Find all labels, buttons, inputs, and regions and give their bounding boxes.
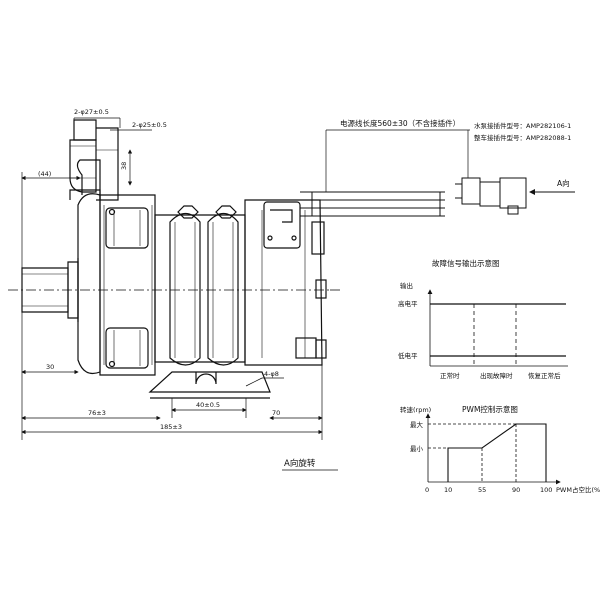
connector-vehicle-label: 整车接插件型号：AMP282088-1 (474, 133, 571, 142)
dim-30: 30 (46, 363, 54, 371)
pwm-tick-55: 55 (478, 486, 486, 494)
dim-76: 76±3 (88, 409, 106, 417)
fault-x-normal: 正常时 (440, 371, 460, 380)
pwm-x-axis: PWM占空比(%) (556, 485, 600, 494)
fault-y-axis: 输出 (400, 281, 413, 290)
fault-high-label: 高电平 (398, 299, 418, 308)
pwm-control-diagram: PWM控制示意图 转速(rpm) 最大 最小 0 10 55 90 100 PW… (400, 404, 600, 494)
pwm-tick-100: 100 (540, 486, 552, 494)
pwm-tick-0: 0 (425, 486, 429, 494)
pwm-tick-10: 10 (444, 486, 452, 494)
dim-outlet-diameter: 2-φ27±0.5 (74, 108, 109, 116)
dim-44: (44) (38, 170, 51, 178)
view-a-rotation-label: A向旋转 (284, 458, 316, 469)
pwm-title: PWM控制示意图 (462, 404, 518, 414)
cable-length-label: 电源线长度560±30（不含接插件） (340, 118, 460, 128)
pwm-y-axis: 转速(rpm) (400, 405, 431, 414)
pwm-min-label: 最小 (410, 444, 424, 453)
dimension-lines (21, 117, 575, 471)
pwm-max-label: 最大 (410, 420, 424, 429)
connector-pump-label: 水泵接插件型号：AMP282106-1 (474, 121, 571, 130)
dim-outlet-diameter-2: 2-φ25±0.5 (132, 121, 167, 129)
fault-x-fault: 出现故障时 (480, 371, 513, 380)
dimension-labels: 2-φ27±0.5 2-φ25±0.5 38 (44) 30 40±0.5 4-… (38, 108, 571, 469)
pwm-tick-90: 90 (512, 486, 520, 494)
dim-4phi8: 4-φ8 (264, 370, 279, 378)
view-a-label: A向 (557, 178, 570, 188)
dim-38: 38 (120, 162, 128, 170)
pump-body (8, 119, 340, 399)
dim-185: 185±3 (160, 423, 182, 431)
power-cable (300, 177, 527, 217)
dim-70: 70 (272, 409, 280, 417)
fault-signal-title: 故障信号输出示意图 (432, 258, 500, 268)
fault-signal-diagram: 故障信号输出示意图 输出 高电平 低电平 正常时 出现故障时 恢复正常后 (398, 258, 568, 380)
dim-40: 40±0.5 (196, 401, 220, 409)
fault-x-recover: 恢复正常后 (528, 371, 561, 380)
fault-low-label: 低电平 (398, 351, 418, 360)
